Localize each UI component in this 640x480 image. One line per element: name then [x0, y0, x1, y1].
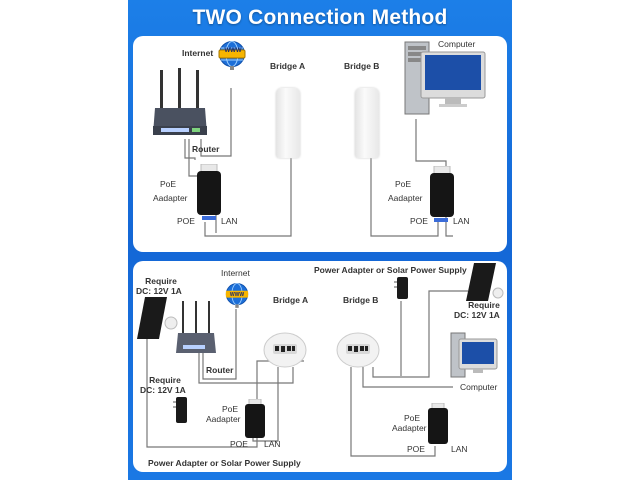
- computer-icon: [450, 332, 498, 378]
- bridge-b-label: Bridge B: [343, 295, 379, 305]
- require-label-line1: Require: [468, 300, 500, 310]
- poe-adapter-label-line1: PoE: [221, 404, 239, 414]
- poe-adapter-icon: [245, 399, 265, 438]
- require-label-line2: DC: 12V 1A: [140, 385, 186, 395]
- lan-port-label: LAN: [451, 444, 468, 454]
- poe-adapter-label-line2: Aadapter: [206, 414, 241, 424]
- router-label: Router: [206, 365, 234, 375]
- require-label-line1: Require: [145, 276, 177, 286]
- power-adapter-icon: [394, 277, 408, 299]
- require-label-line2: DC: 12V 1A: [454, 310, 500, 320]
- method2-panel: Require DC: 12V 1A WWW Internet Router B…: [133, 261, 507, 472]
- require-label-line1: Require: [149, 375, 181, 385]
- solar-panel-icon: [137, 297, 178, 339]
- bridge-a-device: [263, 332, 307, 368]
- power-supply-label-bottom: Power Adapter or Solar Power Supply: [148, 458, 301, 468]
- poe-adapter-label-line1: PoE: [403, 413, 421, 423]
- wire-bridge-b-poe: [370, 158, 439, 237]
- poe-adapter-icon: [428, 403, 448, 444]
- bridge-a-label: Bridge A: [270, 61, 306, 71]
- page-title: TWO Connection Method: [192, 6, 448, 29]
- computer-icon: [404, 41, 486, 115]
- poe-port-label: POE: [410, 216, 428, 226]
- wire-bridge-b-poe: [350, 367, 436, 457]
- wire-bridge-b-computer: [362, 367, 453, 388]
- wire-internet-router: [202, 309, 237, 380]
- bridge-a-device: [276, 88, 300, 158]
- poe-ports: [202, 216, 216, 220]
- internet-label: Internet: [221, 268, 250, 278]
- poe-adapter-label-line1: PoE: [395, 179, 412, 189]
- poe-port-label: POE: [230, 439, 248, 449]
- globe-icon: [225, 283, 249, 308]
- www-label: WWW: [224, 48, 242, 54]
- router-label: Router: [192, 144, 220, 154]
- poster: TWO Connection Method: [128, 0, 512, 480]
- bridge-a-label: Bridge A: [273, 295, 309, 305]
- computer-label: Computer: [438, 39, 476, 49]
- poe-adapter-label-line2: Aadapter: [153, 193, 188, 203]
- wire-poe-bridge-a: [204, 158, 292, 237]
- wire-computer-poe-lan: [415, 119, 453, 237]
- router-icon: [176, 301, 216, 353]
- solar-panel-icon: [466, 263, 504, 301]
- lan-port-label: LAN: [453, 216, 470, 226]
- wire-internet-router: [200, 88, 232, 157]
- poe-adapter-icon: [197, 164, 221, 215]
- power-adapter-icon: [173, 397, 187, 423]
- require-label-line2: DC: 12V 1A: [136, 286, 182, 296]
- poe-ports: [434, 218, 448, 222]
- computer-label: Computer: [460, 382, 498, 392]
- method2-wires: [146, 290, 468, 457]
- poe-adapter-label-line1: PoE: [160, 179, 177, 189]
- internet-label: Internet: [182, 48, 214, 58]
- www-label: WWW: [229, 292, 245, 298]
- power-supply-label-top: Power Adapter or Solar Power Supply: [314, 265, 467, 275]
- globe-icon: [218, 41, 246, 70]
- wire-bridge-a-poe: [252, 367, 279, 442]
- poe-adapter-label-line2: Aadapter: [388, 193, 423, 203]
- poe-adapter-label-line2: Aadapter: [392, 423, 427, 433]
- poe-port-label: POE: [407, 444, 425, 454]
- method1-panel: WWW Internet Router PoE Aadapter POE LAN…: [133, 36, 507, 252]
- poe-port-label: POE: [177, 216, 195, 226]
- poe-adapter-icon: [430, 166, 454, 217]
- wire-bridge-b-solar: [372, 290, 468, 378]
- router-icon: [153, 68, 207, 135]
- lan-port-label: LAN: [264, 439, 281, 449]
- bridge-b-device: [336, 332, 380, 368]
- lan-port-label: LAN: [221, 216, 238, 226]
- wire-router-bridge-a: [198, 353, 294, 384]
- bridge-b-label: Bridge B: [344, 61, 380, 71]
- bridge-b-device: [355, 88, 379, 158]
